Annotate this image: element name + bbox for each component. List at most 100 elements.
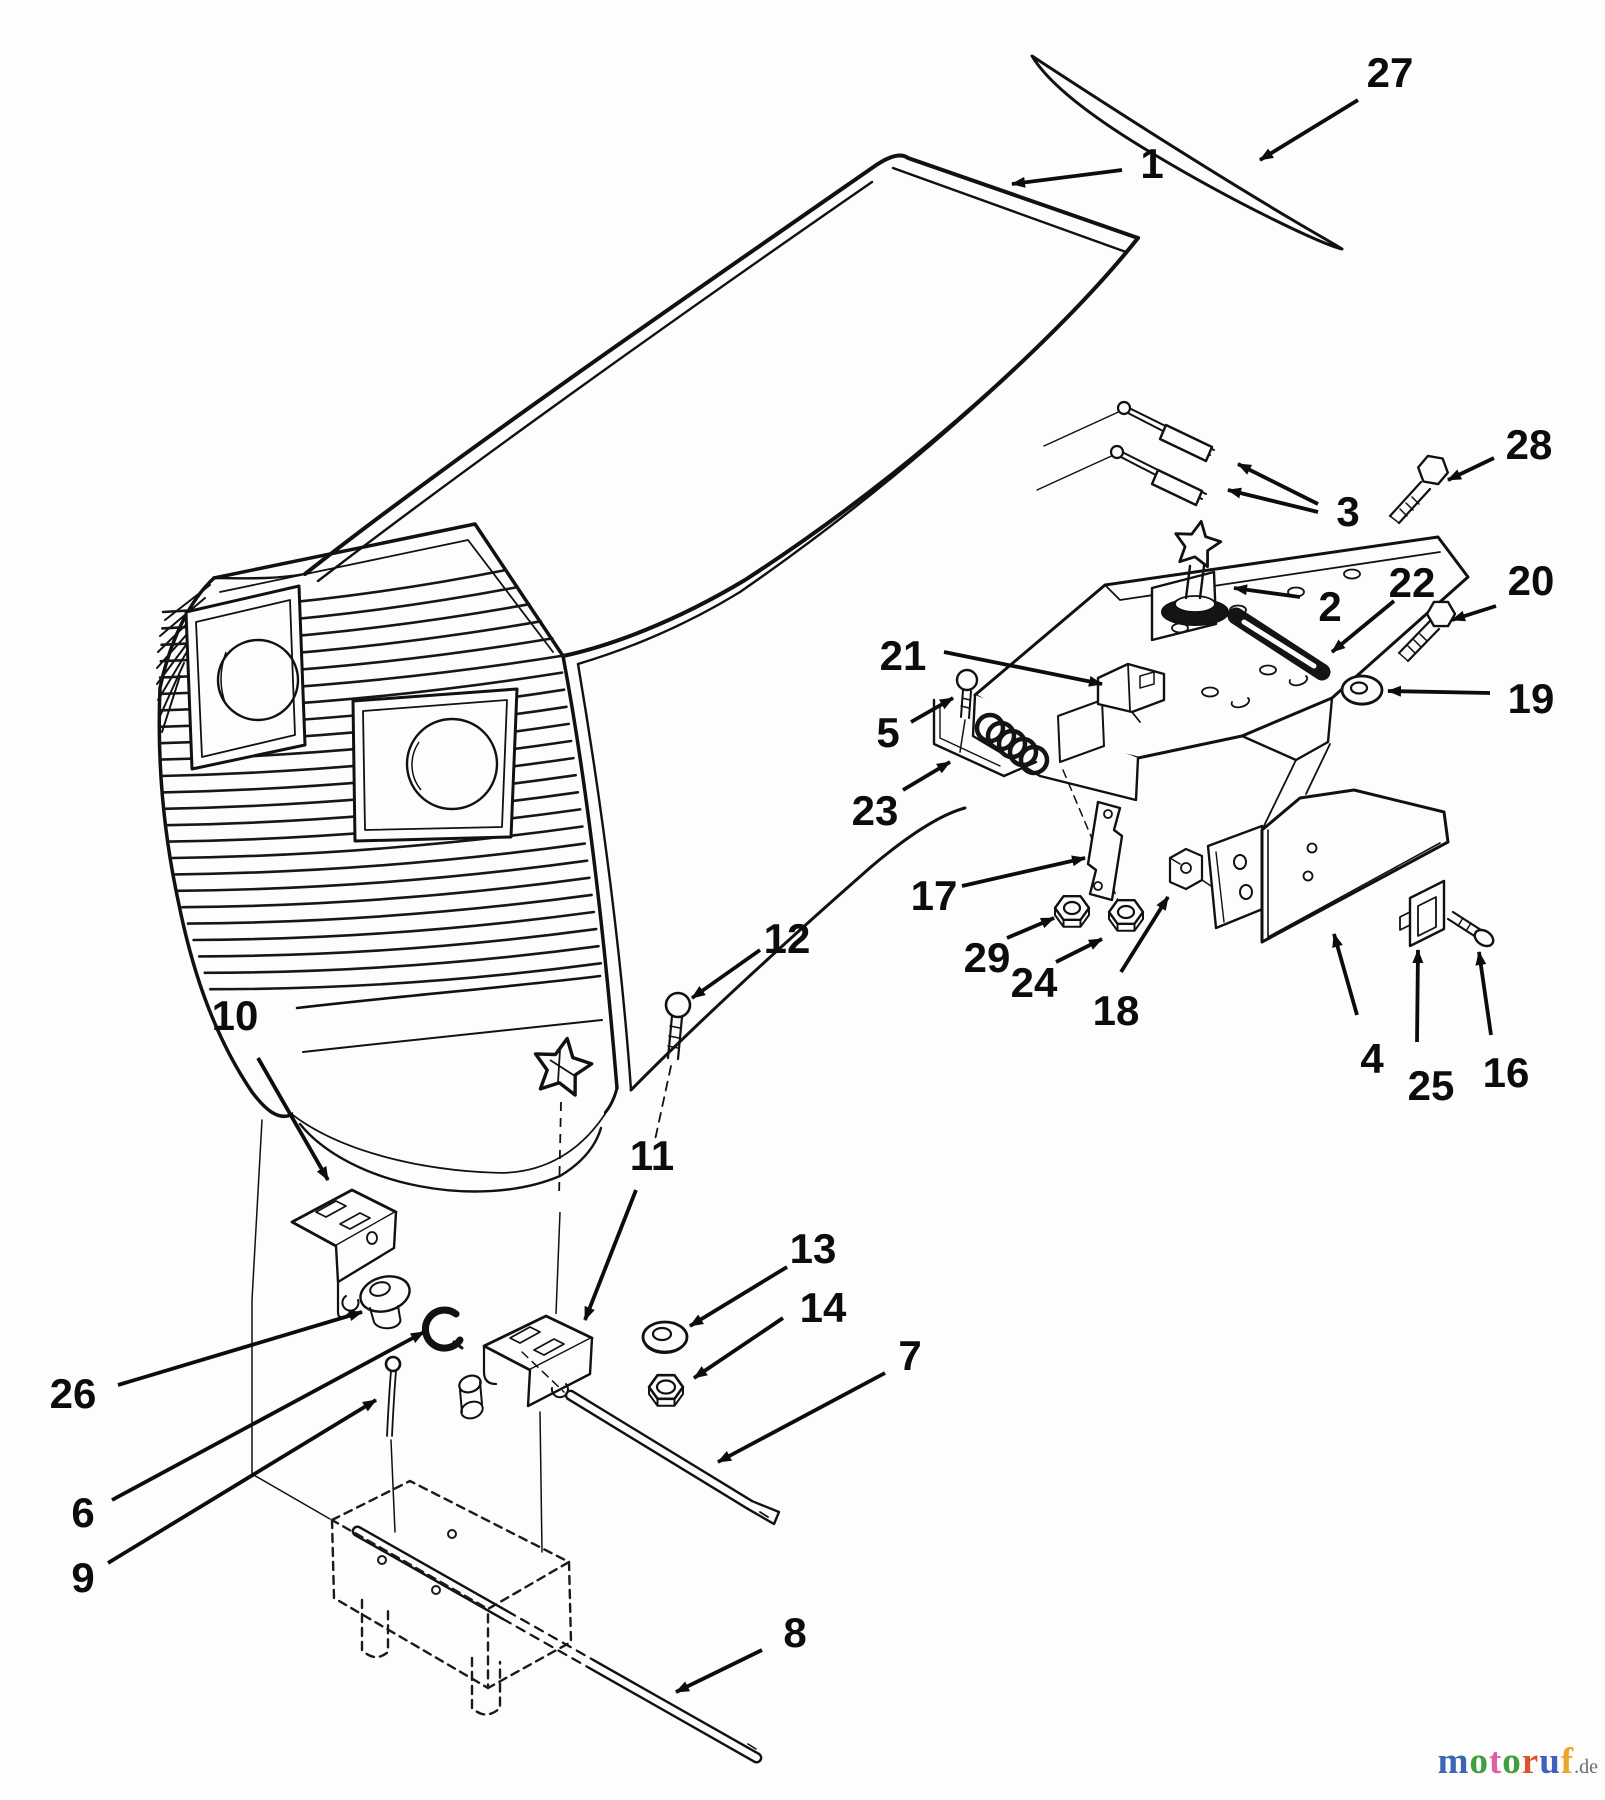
callout-arrow-23	[902, 760, 951, 792]
clip-25	[1399, 879, 1446, 948]
hinge-parts-group	[251, 1119, 781, 1764]
bolt-28	[1388, 454, 1450, 525]
bushing-26	[359, 1275, 411, 1330]
callout-label-2: 2	[1318, 583, 1341, 630]
hidden-frame-dashed	[330, 1479, 573, 1716]
link-17	[1086, 800, 1124, 902]
watermark-suffix: .de	[1574, 1756, 1598, 1778]
callout-label-29: 29	[964, 934, 1011, 981]
headlamp-right	[405, 717, 499, 811]
callout-arrow-26	[117, 1310, 363, 1387]
plate-right-fold	[1240, 696, 1334, 762]
pin9-leader	[390, 1439, 396, 1533]
watermark-letter: r	[1521, 1741, 1540, 1782]
callout-arrow-4	[1332, 933, 1359, 1016]
callout-arrow-22	[1330, 599, 1396, 654]
headlamp-left-rim	[220, 651, 227, 706]
flange-notch	[1057, 699, 1105, 763]
lower-panel-crease	[302, 1019, 603, 1053]
hood-roofline-inner	[316, 180, 874, 583]
louver-line	[203, 944, 600, 975]
callout-arrow-17	[961, 855, 1086, 888]
hood-pillar-inner	[576, 662, 633, 1092]
rod-7	[521, 1351, 781, 1526]
spring-bracket-23	[932, 698, 1050, 778]
screw-12	[654, 991, 692, 1141]
nut-14	[647, 1373, 685, 1407]
plate-panel-links	[1261, 743, 1331, 831]
knob-leader-dashed	[558, 1101, 562, 1199]
cotter-pin-9	[384, 1355, 402, 1437]
support-bracket-assembly	[932, 400, 1495, 948]
support-plate-edge	[1104, 551, 1441, 601]
callout-arrow-1	[1011, 168, 1123, 188]
hood-top-surface	[305, 155, 1138, 657]
screw-12-shaft	[666, 1014, 684, 1061]
callout-arrow-10	[256, 1057, 330, 1181]
callout-label-18: 18	[1093, 987, 1140, 1034]
watermark-letters: motoruf	[1438, 1741, 1575, 1782]
callout-arrow-2	[1233, 584, 1301, 599]
hood-side-bottom-edge	[629, 806, 967, 1092]
lower-panel-top-line	[295, 974, 602, 1010]
callout-label-27: 27	[1367, 49, 1414, 96]
lower-panel-fill	[293, 976, 604, 1172]
callout-arrow-19	[1387, 685, 1491, 697]
callout-label-22: 22	[1389, 559, 1436, 606]
hood-corner-join	[602, 1086, 619, 1116]
louver-line	[177, 859, 589, 893]
nut-24	[1107, 899, 1145, 932]
bracket-10	[290, 1188, 398, 1319]
side-panel-4	[1260, 788, 1450, 944]
callout-arrow-24	[1055, 937, 1103, 964]
callout-label-21: 21	[880, 632, 927, 679]
hood-near-edge-inner	[576, 250, 1128, 666]
callout-arrow-7	[717, 1371, 886, 1464]
callout-arrow-27	[1259, 98, 1359, 162]
hood-left-corner	[212, 572, 307, 580]
callout-arrow-14	[692, 1316, 785, 1380]
watermark-letter: u	[1539, 1741, 1561, 1782]
callout-label-24: 24	[1011, 959, 1058, 1006]
louver-line	[171, 825, 584, 860]
louver-line	[197, 927, 598, 958]
hinge-piece-18	[1168, 847, 1215, 891]
callout-label-12: 12	[764, 915, 811, 962]
callout-label-13: 13	[790, 1225, 837, 1272]
hinge-pin-lower	[1109, 444, 1207, 507]
callout-arrow-9	[107, 1398, 377, 1565]
callout-label-10: 10	[212, 992, 259, 1039]
callout-label-20: 20	[1508, 557, 1555, 604]
e-clip-6	[421, 1306, 464, 1352]
callout-arrow-25	[1412, 949, 1424, 1043]
callout-arrow-3	[1237, 462, 1319, 506]
callout-label-1: 1	[1140, 140, 1163, 187]
callout-label-9: 9	[71, 1554, 94, 1601]
callout-label-23: 23	[852, 787, 899, 834]
pin-16	[1446, 910, 1495, 948]
callout-arrow-11	[583, 1189, 638, 1321]
callout-arrow-13	[689, 1265, 788, 1328]
hood-rear-edge-inner	[891, 166, 1128, 254]
frame-leader-line	[251, 1119, 331, 1520]
callout-arrow-29	[1006, 916, 1055, 940]
hood-left-profile	[157, 576, 295, 1118]
hood-lower-panel	[293, 974, 604, 1172]
watermark-letter: f	[1560, 1741, 1575, 1782]
louver-line	[186, 893, 593, 925]
watermark-motoruf: motoruf.de	[1378, 1742, 1598, 1787]
washer-19	[1340, 674, 1384, 706]
watermark-letter: o	[1502, 1741, 1522, 1782]
nut-29	[1053, 895, 1091, 928]
bolt-5	[955, 668, 979, 753]
headlight-pocket-right	[351, 687, 519, 843]
hood-knob-facets	[549, 1049, 576, 1083]
callout-arrow-20	[1451, 604, 1497, 622]
callout-label-17: 17	[911, 872, 958, 919]
hood-cowl-edge	[212, 522, 565, 658]
watermark-letter: o	[1469, 1741, 1489, 1782]
callout-arrow-28	[1447, 456, 1495, 482]
